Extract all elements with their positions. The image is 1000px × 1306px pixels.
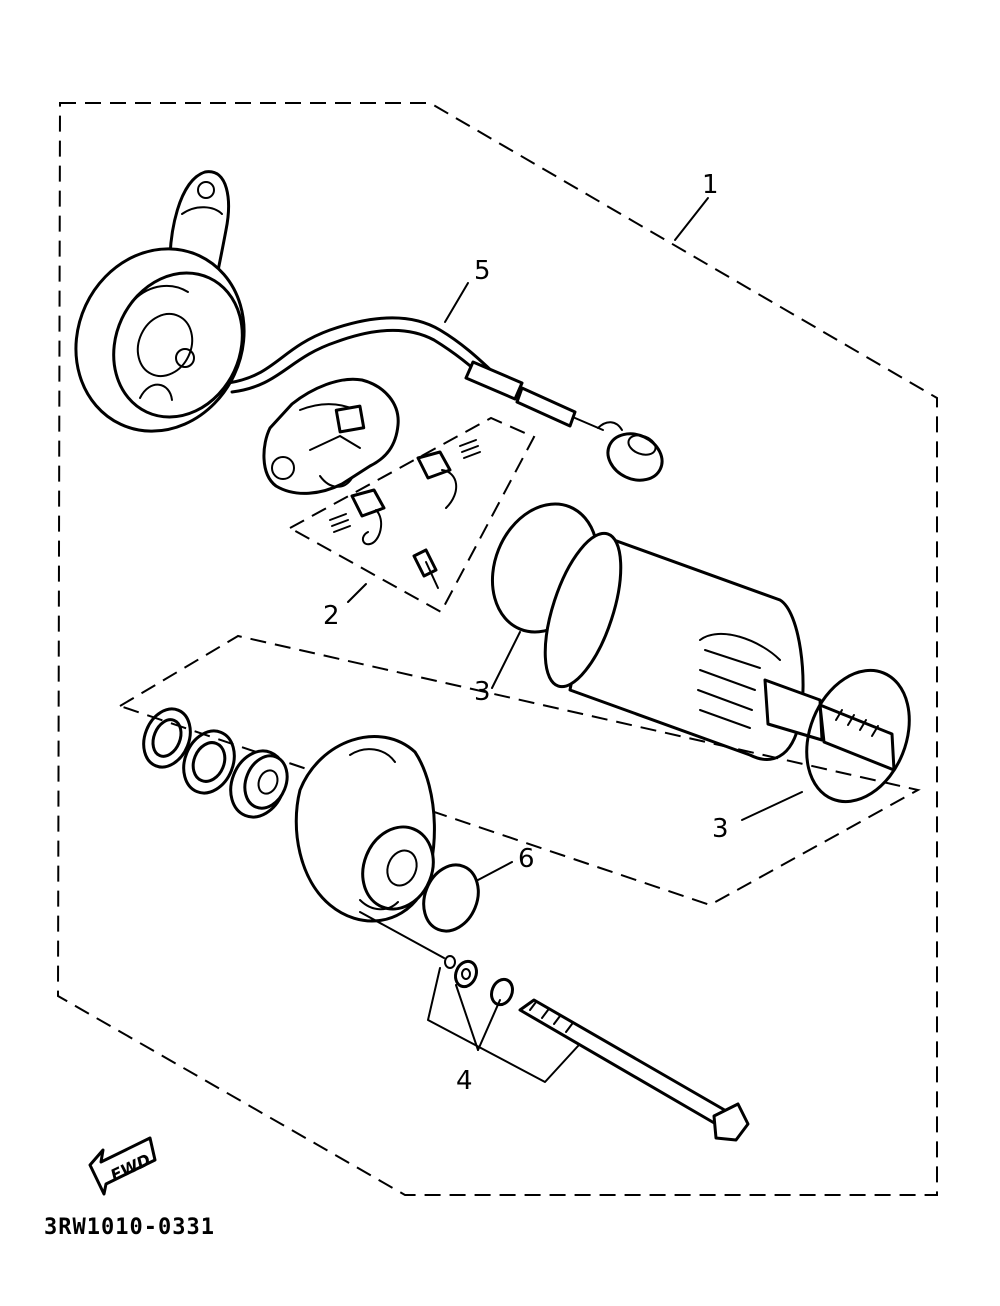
rear-cover bbox=[294, 735, 436, 923]
seal-kit-box bbox=[117, 634, 921, 907]
leader-5 bbox=[444, 282, 469, 323]
leader-3a bbox=[491, 631, 521, 689]
front-cover-with-ear bbox=[74, 170, 246, 433]
callout-3-lower: 3 bbox=[712, 814, 729, 844]
brush-subassembly-box bbox=[287, 416, 536, 614]
callout-6: 6 bbox=[518, 844, 535, 874]
washers-bearing bbox=[142, 707, 289, 819]
bracket-4 bbox=[427, 967, 579, 1083]
leader-2 bbox=[347, 583, 367, 603]
leader-6 bbox=[477, 861, 513, 881]
callout-4: 4 bbox=[456, 1066, 473, 1096]
leader-4a bbox=[455, 984, 479, 1051]
assembly-boundary bbox=[56, 102, 938, 1196]
leader-3b bbox=[741, 791, 803, 821]
callout-2: 2 bbox=[323, 601, 340, 631]
lead-wire bbox=[226, 316, 664, 482]
leader-4b bbox=[477, 999, 501, 1051]
leader-1 bbox=[674, 197, 709, 241]
small-fasteners bbox=[444, 955, 514, 1007]
brush-holder bbox=[262, 377, 400, 495]
leader-cover bbox=[359, 911, 445, 959]
brushes-springs bbox=[329, 439, 481, 589]
fwd-arrow: FWD bbox=[88, 1136, 157, 1196]
through-bolt bbox=[518, 998, 750, 1142]
callout-1: 1 bbox=[702, 170, 719, 200]
o-ring-6 bbox=[422, 863, 480, 933]
yoke-armature bbox=[543, 531, 896, 772]
o-ring-lower bbox=[805, 668, 911, 804]
callout-5: 5 bbox=[474, 256, 491, 286]
callout-3-upper: 3 bbox=[474, 677, 491, 707]
drawing-code: 3RW1010-0331 bbox=[44, 1215, 215, 1240]
